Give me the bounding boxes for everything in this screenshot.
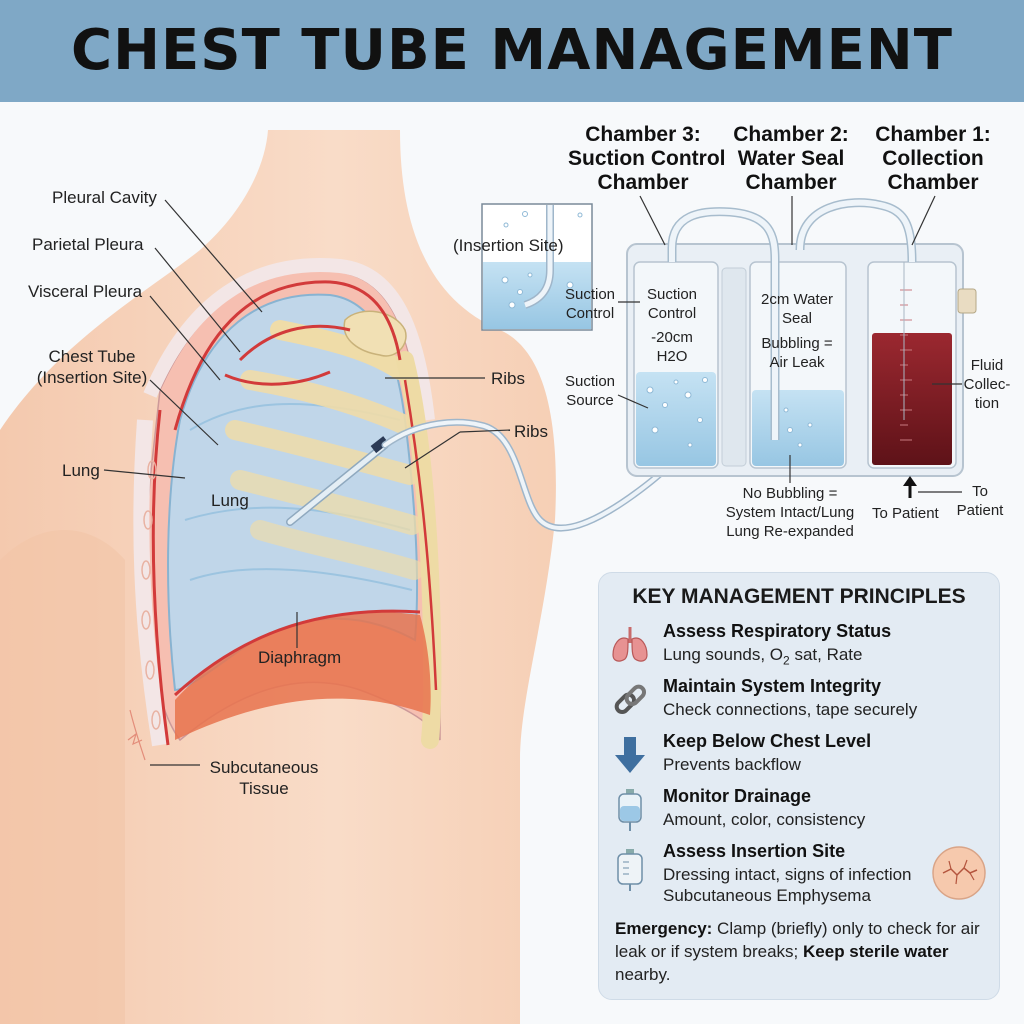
label-no-bubbling: No Bubbling = System Intact/Lung Lung Re… bbox=[716, 484, 864, 541]
fluid-collection-line2: Collec- bbox=[963, 376, 1011, 393]
principle-respiratory-desc: Lung sounds, O2 sat, Rate bbox=[663, 644, 862, 671]
label-bubbling: Bubbling = Air Leak bbox=[752, 334, 842, 372]
principle-integrity: Maintain System Integrity Check connecti… bbox=[599, 676, 999, 728]
principle-below-chest-heading: Keep Below Chest Level bbox=[663, 731, 872, 751]
bubbling-line1: Bubbling = bbox=[761, 335, 833, 352]
label-chest-tube-line2: (Insertion Site) bbox=[36, 368, 148, 387]
drainage-bag-icon bbox=[617, 849, 643, 891]
label-visceral-pleura: Visceral Pleura bbox=[28, 282, 143, 301]
to-patient-right-line2: Patient bbox=[956, 502, 1004, 519]
respiratory-desc-sub: 2 bbox=[783, 653, 790, 668]
chamber1-line2: Collection bbox=[882, 147, 984, 170]
chamber2-heading: Chamber 2: Water Seal Chamber bbox=[730, 123, 852, 195]
principle-drainage: Monitor Drainage Amount, color, consiste… bbox=[599, 786, 999, 838]
chamber2-line2: Water Seal bbox=[737, 147, 845, 170]
label-subcutaneous-line2: Tissue bbox=[239, 779, 289, 798]
emergency-text: Clamp (briefly) only to check for air le… bbox=[615, 919, 980, 961]
no-bubbling-line1: No Bubbling = bbox=[742, 485, 838, 502]
label-diaphragm: Diaphragm bbox=[258, 648, 342, 667]
suction-level-line2: H2O bbox=[656, 348, 688, 365]
insertion-desc-line1: Dressing intact, signs of infection bbox=[663, 865, 912, 884]
suction-source-line1: Suction bbox=[564, 373, 616, 390]
label-chest-tube: Chest Tube (Insertion Site) bbox=[28, 346, 156, 388]
water-seal-line2: Seal bbox=[781, 310, 813, 327]
suction-level-line1: -20cm bbox=[651, 329, 693, 346]
chain-link-icon bbox=[614, 684, 647, 715]
emergency-bold-end: Keep sterile water bbox=[803, 942, 949, 961]
iv-bag-icon bbox=[618, 789, 642, 831]
emergency-note: Emergency: Clamp (briefly) only to check… bbox=[615, 917, 993, 986]
label-pleural-cavity: Pleural Cavity bbox=[52, 188, 157, 207]
bubbling-line2: Air Leak bbox=[769, 354, 825, 371]
principle-respiratory: Assess Respiratory Status Lung sounds, O… bbox=[599, 621, 999, 673]
insertion-desc-line2: Subcutaneous Emphysema bbox=[663, 886, 871, 905]
insertion-inset bbox=[481, 203, 593, 331]
label-ribs-upper: Ribs bbox=[491, 369, 526, 388]
label-fluid-collection: Fluid Collec- tion bbox=[960, 356, 1014, 413]
fluid-collection-line3: tion bbox=[974, 395, 1000, 412]
no-bubbling-line2: System Intact/Lung bbox=[725, 504, 855, 521]
chamber1-line3: Chamber bbox=[887, 171, 979, 194]
fluid-collection-line1: Fluid bbox=[970, 357, 1004, 374]
label-water-seal: 2cm Water Seal bbox=[752, 290, 842, 328]
key-principles-panel: KEY MANAGEMENT PRINCIPLES Assess Respira… bbox=[598, 572, 1000, 1000]
principle-respiratory-heading: Assess Respiratory Status bbox=[663, 621, 892, 641]
chamber3-heading: Chamber 3: Suction Control Chamber bbox=[568, 123, 726, 195]
label-parietal-pleura: Parietal Pleura bbox=[32, 235, 144, 254]
label-suction-control-outer: Suction Control bbox=[558, 285, 622, 323]
respiratory-desc-post: sat, Rate bbox=[789, 645, 863, 664]
label-to-patient-left: To Patient bbox=[872, 505, 939, 522]
principle-insertion-desc: Dressing intact, signs of infection Subc… bbox=[663, 864, 912, 906]
suction-control-inner-line1: Suction bbox=[646, 286, 698, 303]
chest-tube bbox=[286, 418, 680, 532]
suction-source-line2: Source bbox=[566, 392, 614, 409]
principle-below-chest: Keep Below Chest Level Prevents backflow bbox=[599, 731, 999, 783]
principle-integrity-heading: Maintain System Integrity bbox=[663, 676, 882, 696]
principle-insertion-heading: Assess Insertion Site bbox=[663, 841, 846, 861]
water-seal-line1: 2cm Water bbox=[761, 291, 833, 308]
chamber3-line1: Chamber 3: bbox=[585, 123, 701, 146]
key-principles-title: KEY MANAGEMENT PRINCIPLES bbox=[632, 585, 966, 608]
leader-lines bbox=[103, 195, 962, 766]
label-suction-control-inner: Suction Control bbox=[640, 285, 704, 323]
label-inset-insertion-site: (Insertion Site) bbox=[453, 236, 564, 255]
label-lung-left: Lung bbox=[62, 461, 100, 480]
page-title: CHEST TUBE MANAGEMENT bbox=[71, 18, 953, 83]
label-to-patient-right: To Patient bbox=[952, 482, 1008, 520]
drainage-unit bbox=[626, 198, 977, 498]
suction-control-inner-line2: Control bbox=[647, 305, 697, 322]
label-ribs-lower: Ribs bbox=[514, 422, 549, 441]
skin-wound-icon bbox=[932, 846, 986, 900]
chamber2-line1: Chamber 2: bbox=[733, 123, 849, 146]
chamber1-line1: Chamber 1: bbox=[875, 123, 991, 146]
chamber1-heading: Chamber 1: Collection Chamber bbox=[868, 123, 998, 195]
principle-drainage-heading: Monitor Drainage bbox=[663, 786, 812, 806]
no-bubbling-line3: Lung Re-expanded bbox=[726, 523, 854, 540]
principle-insertion-site: Assess Insertion Site Dressing intact, s… bbox=[599, 841, 999, 911]
principle-below-chest-desc: Prevents backflow bbox=[663, 755, 801, 774]
suction-control-outer-line2: Control bbox=[565, 305, 615, 322]
emergency-tail: nearby. bbox=[615, 965, 671, 984]
respiratory-desc-pre: Lung sounds, O bbox=[663, 645, 784, 664]
lungs-icon bbox=[612, 627, 648, 662]
principle-integrity-desc: Check connections, tape securely bbox=[663, 700, 918, 719]
chamber3-line3: Chamber bbox=[597, 171, 689, 194]
label-suction-source: Suction Source bbox=[558, 372, 622, 410]
to-patient-right-line1: To bbox=[972, 483, 988, 500]
down-arrow-icon bbox=[615, 737, 645, 773]
label-suction-level: -20cm H2O bbox=[640, 328, 704, 366]
principle-drainage-desc: Amount, color, consistency bbox=[663, 810, 866, 829]
title-banner bbox=[0, 0, 1024, 102]
label-lung-center: Lung bbox=[211, 491, 249, 510]
emergency-label: Emergency: bbox=[615, 919, 713, 938]
label-chest-tube-line1: Chest Tube bbox=[48, 347, 136, 366]
suction-control-outer-line1: Suction bbox=[564, 286, 616, 303]
label-subcutaneous: Subcutaneous Tissue bbox=[200, 757, 328, 799]
chest-cavity bbox=[127, 258, 442, 761]
label-subcutaneous-line1: Subcutaneous bbox=[209, 758, 319, 777]
chamber2-line3: Chamber bbox=[745, 171, 837, 194]
chamber3-line2: Suction Control bbox=[568, 147, 726, 170]
